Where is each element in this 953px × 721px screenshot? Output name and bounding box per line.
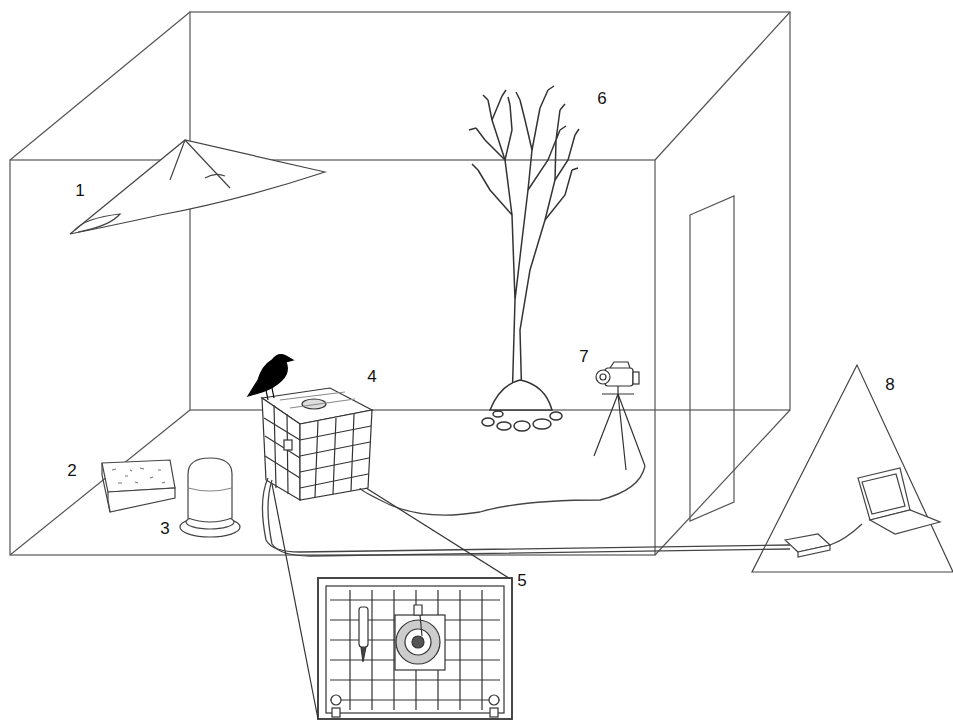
- food-tray-part: [102, 463, 110, 512]
- callout-number: 1: [73, 182, 86, 199]
- cage-inset: [272, 484, 512, 719]
- cage-inset-part: [331, 695, 341, 705]
- cage-inset-part: [489, 695, 499, 705]
- cables-part: [268, 480, 790, 556]
- room-outline: [10, 12, 790, 555]
- callout-number: 4: [365, 368, 378, 385]
- cage-inset-part: [272, 484, 318, 719]
- cage-inset-part: [490, 708, 498, 717]
- room-outline-part: [655, 12, 790, 160]
- cables: [262, 466, 790, 556]
- cage-inset-part: [361, 647, 366, 662]
- cables-part: [360, 466, 645, 515]
- cables-part: [262, 478, 790, 552]
- food-tray-part: [102, 460, 175, 492]
- tree-part: [493, 411, 503, 417]
- room-outline-part: [655, 410, 790, 555]
- shelter-cloth-part: [170, 140, 230, 188]
- video-camera-part: [594, 386, 645, 470]
- test-cage-part: [315, 414, 354, 497]
- cage-inset-part: [366, 488, 512, 580]
- crow-part: [248, 355, 293, 396]
- callout-number: 8: [883, 376, 896, 393]
- control-station-part: [798, 545, 830, 557]
- test-cage-part: [300, 410, 372, 500]
- tree-part: [514, 421, 530, 431]
- tree-part: [492, 108, 540, 405]
- callout-number: 3: [158, 520, 171, 537]
- video-camera-part: [633, 372, 639, 384]
- cage-inset-part: [412, 636, 424, 648]
- room-outline-part: [10, 410, 190, 555]
- cage-inset-part: [330, 620, 500, 680]
- test-cage-part: [262, 398, 300, 500]
- room-outline-part: [10, 12, 190, 160]
- tree-part: [550, 412, 562, 420]
- crow: [248, 355, 293, 400]
- test-cage-part: [264, 418, 300, 478]
- water-dispenser: [180, 458, 240, 537]
- tree-part: [497, 422, 511, 430]
- cage-inset-part: [332, 708, 340, 717]
- food-tray-part: [108, 488, 175, 512]
- video-camera: [594, 362, 645, 470]
- shelter-cloth-part: [75, 214, 120, 232]
- cage-inset-part: [405, 629, 431, 655]
- video-camera-part: [600, 374, 606, 380]
- control-station-part: [830, 524, 862, 545]
- shelter-cloth: [70, 140, 325, 234]
- test-cage-part: [300, 426, 371, 488]
- tree-part: [490, 380, 552, 410]
- control-station-part: [752, 365, 953, 572]
- video-camera-part: [596, 370, 610, 384]
- cage-inset-part: [414, 605, 422, 636]
- cage-inset-part: [326, 586, 504, 713]
- callout-number: 6: [595, 90, 608, 107]
- door: [690, 196, 734, 521]
- callout-number: 5: [515, 572, 528, 589]
- tree: [469, 86, 579, 431]
- cage-inset-part: [395, 615, 445, 670]
- door-part: [690, 196, 734, 521]
- food-tray-part: [112, 468, 165, 483]
- test-cage-part: [280, 392, 355, 408]
- water-dispenser-part: [188, 488, 232, 491]
- tree-part: [533, 419, 551, 429]
- cage-inset-part: [359, 607, 368, 647]
- tree-part: [520, 140, 556, 405]
- cage-inset-part: [350, 590, 482, 710]
- control-station-part: [870, 510, 940, 534]
- water-dispenser-part: [188, 458, 232, 522]
- callout-number: 2: [65, 462, 78, 479]
- cage-inset-part: [396, 620, 440, 664]
- cage-inset-part: [318, 578, 512, 719]
- tree-part: [482, 418, 494, 426]
- control-station-part: [862, 474, 905, 514]
- crow-part: [266, 388, 274, 400]
- cage-inset-part: [330, 600, 500, 700]
- food-tray: [102, 460, 175, 512]
- shelter-cloth-part: [205, 174, 225, 178]
- video-camera-part: [610, 362, 630, 368]
- tree-part: [469, 86, 579, 170]
- shelter-cloth-part: [70, 140, 325, 234]
- callout-number: 7: [577, 348, 590, 365]
- test-cage: [262, 388, 372, 500]
- control-station: [752, 365, 953, 572]
- test-cage-part: [284, 440, 292, 450]
